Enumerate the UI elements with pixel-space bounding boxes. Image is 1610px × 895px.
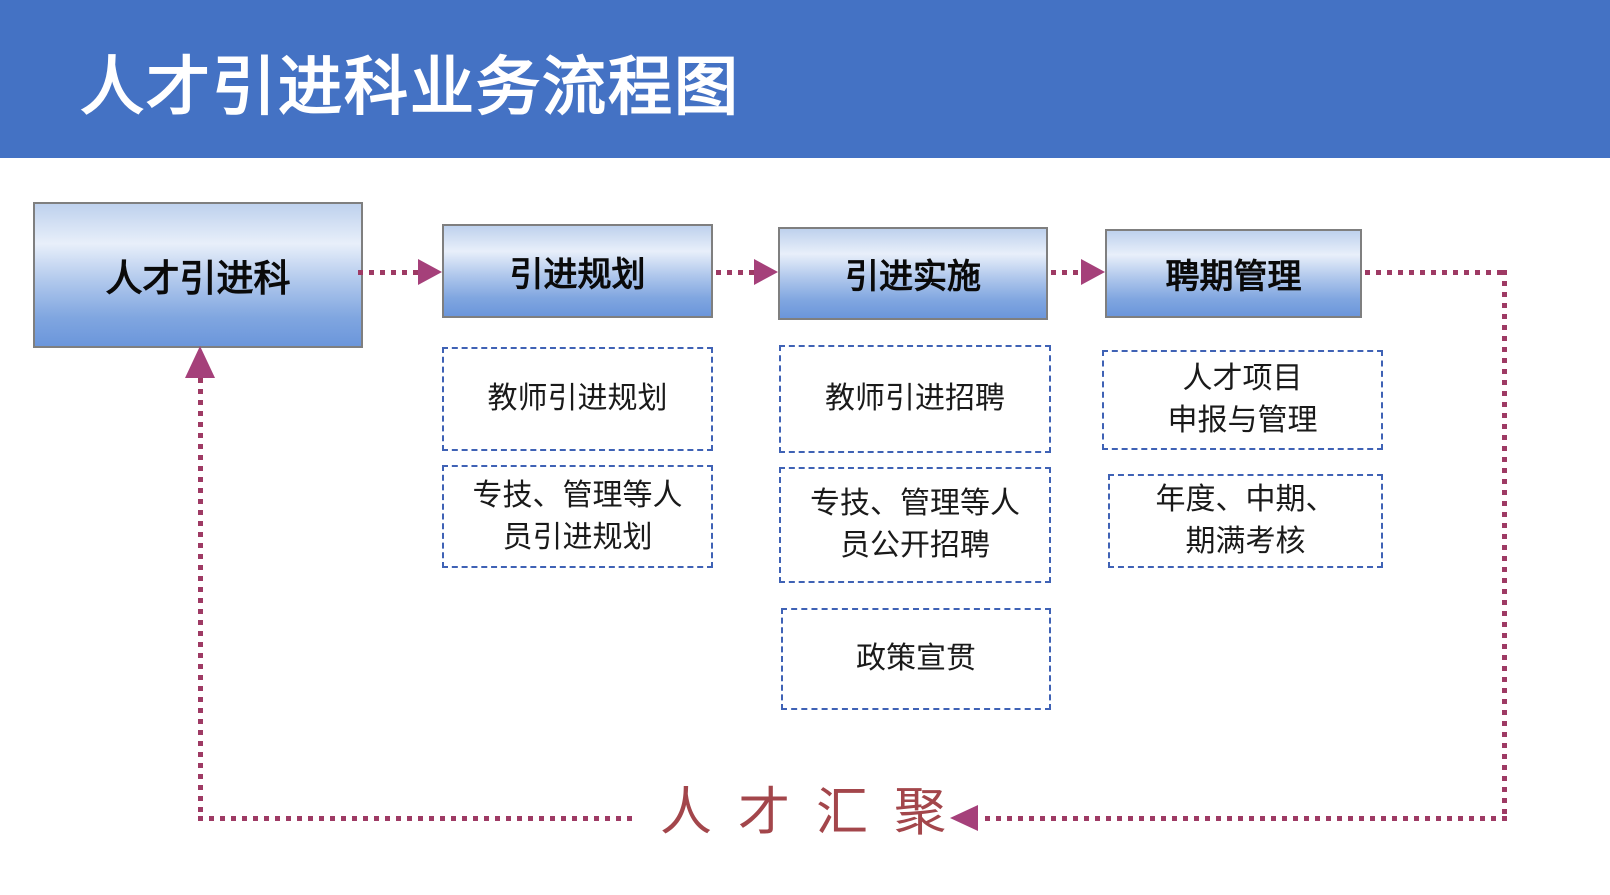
dotted-connector-implementation-to-management: [1051, 270, 1081, 275]
node-introduction-implementation: 引进实施: [778, 227, 1048, 320]
node-employment-period-management: 聘期管理: [1105, 229, 1362, 318]
feedback-label-talent-gathering: 人才汇聚: [660, 784, 973, 842]
arrow-right-icon: [1081, 259, 1105, 285]
subnode-policy-promotion: 政策宣贯: [781, 608, 1051, 710]
subnode-specialist-management-open-recruitment: 专技、管理等人 员公开招聘: [779, 467, 1051, 583]
subnode-specialist-management-introduction-planning: 专技、管理等人 员引进规划: [442, 465, 713, 568]
arrow-right-icon: [754, 259, 778, 285]
page-title: 人才引进科业务流程图: [80, 51, 740, 123]
subnode-label: 专技、管理等人 员公开招聘: [810, 487, 1020, 562]
dotted-connector-bottom-left: [198, 816, 638, 821]
subnode-label: 教师引进规划: [487, 382, 668, 415]
dotted-connector-management-to-right-edge: [1365, 270, 1505, 275]
node-label: 聘期管理: [1165, 258, 1302, 296]
dotted-connector-planning-to-implementation: [716, 270, 754, 275]
arrow-up-icon: [185, 346, 215, 378]
arrow-right-icon: [418, 259, 442, 285]
subnode-teacher-introduction-recruitment: 教师引进招聘: [779, 345, 1051, 453]
dotted-connector-root-to-planning: [358, 270, 418, 275]
dotted-connector-right-vertical: [1502, 270, 1507, 818]
subnode-label: 人才项目 申报与管理: [1167, 362, 1318, 437]
subnode-teacher-introduction-planning: 教师引进规划: [442, 347, 713, 451]
subnode-annual-midterm-final-assessment: 年度、中期、 期满考核: [1108, 474, 1383, 568]
node-label: 引进规划: [509, 255, 646, 294]
node-label: 引进实施: [845, 258, 981, 296]
node-talent-introduction-section: 人才引进科: [33, 202, 363, 348]
subnode-label: 年度、中期、 期满考核: [1155, 483, 1336, 558]
subnode-label: 政策宣贯: [856, 642, 976, 675]
arrow-left-icon: [950, 805, 978, 831]
node-label: 人才引进科: [105, 258, 291, 299]
subnode-label: 教师引进招聘: [825, 382, 1005, 415]
dotted-connector-left-vertical: [198, 378, 203, 818]
node-introduction-planning: 引进规划: [442, 224, 713, 318]
subnode-talent-project-declaration-management: 人才项目 申报与管理: [1102, 350, 1383, 450]
dotted-connector-bottom-right: [985, 816, 1507, 821]
subnode-label: 专技、管理等人 员引进规划: [472, 478, 683, 554]
header-bar: 人才引进科业务流程图: [0, 0, 1610, 158]
